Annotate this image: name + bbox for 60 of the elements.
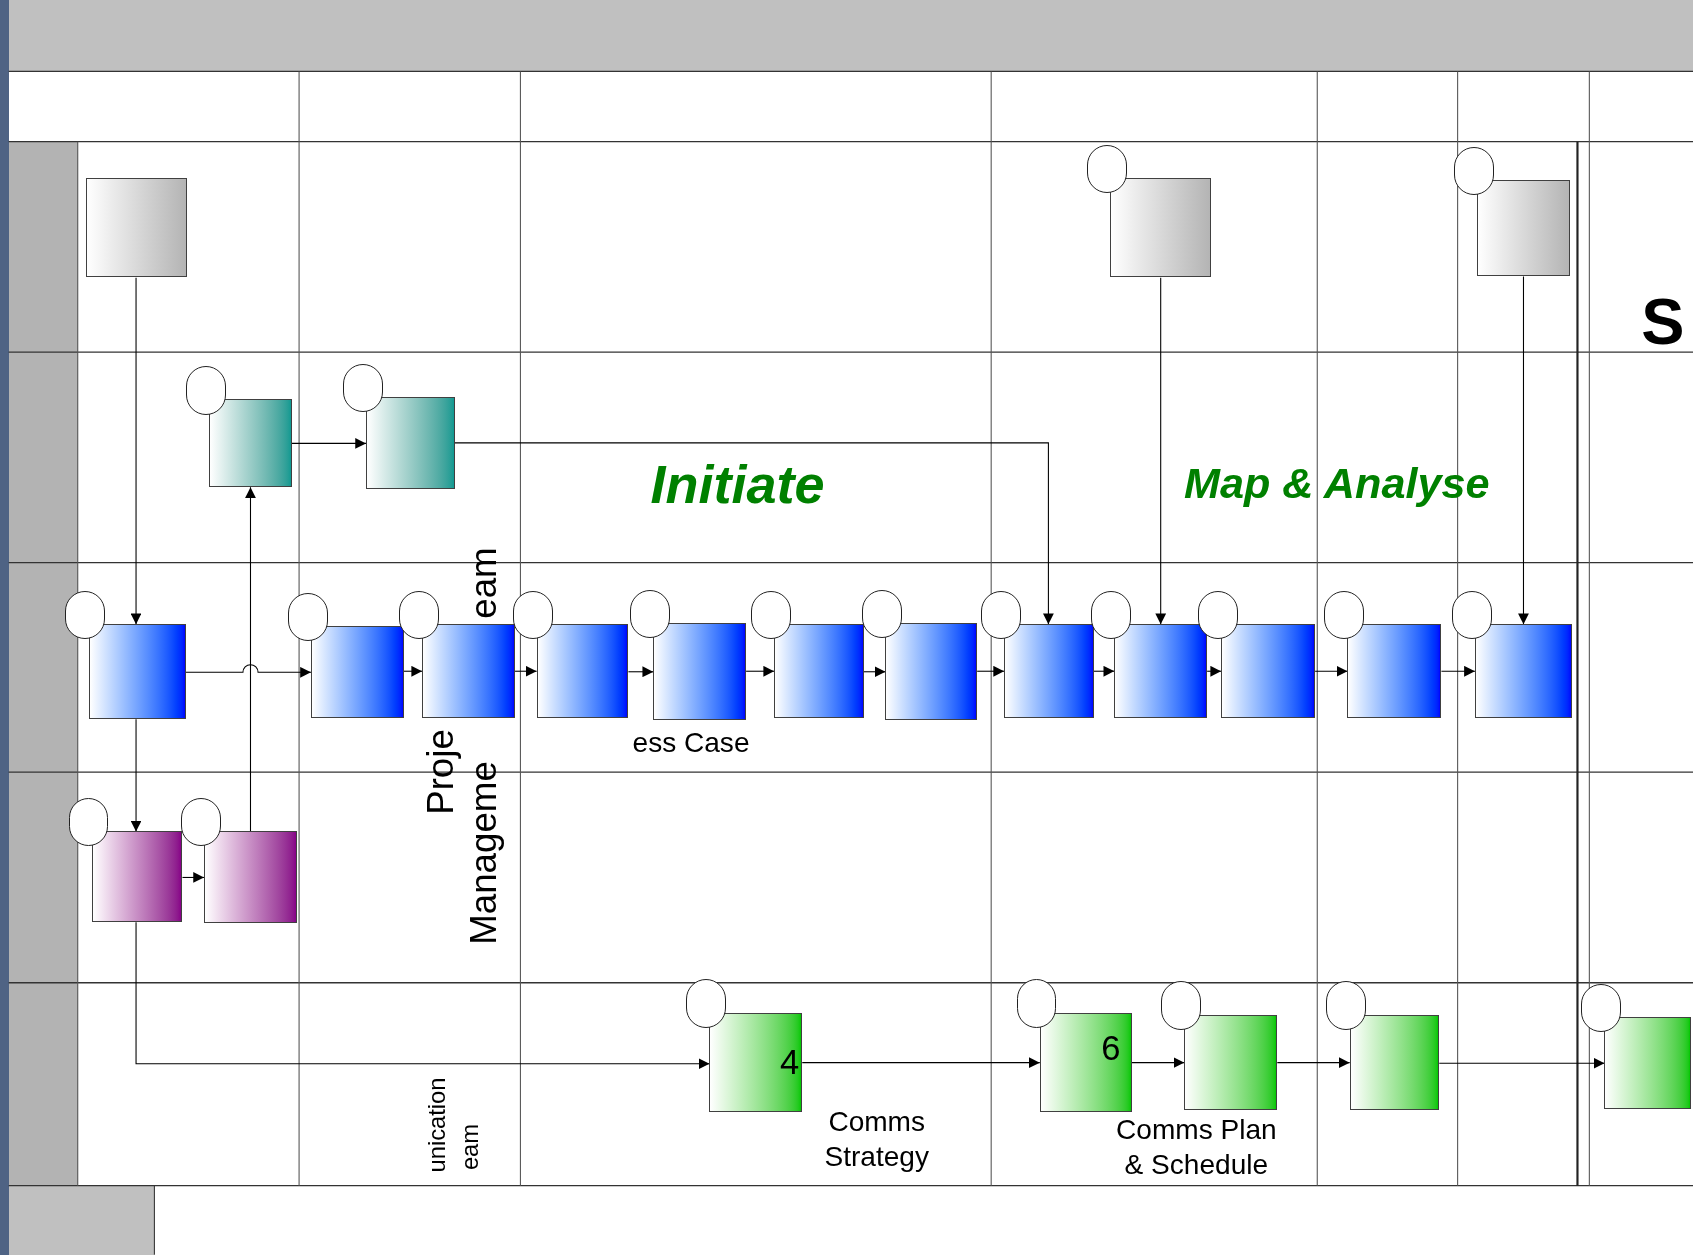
- process-box: [1347, 624, 1442, 718]
- process-box: [536, 624, 629, 718]
- connector-arrow: [514, 665, 538, 677]
- process-box: [885, 623, 978, 721]
- connector-arrow: [290, 438, 367, 449]
- connector-arrow: [403, 665, 423, 677]
- connector-arrow: [245, 486, 256, 833]
- process-box: [653, 623, 747, 721]
- connector-arrow: [1131, 1057, 1185, 1069]
- connector-arrow: [627, 666, 654, 678]
- connector-arrow: [863, 666, 886, 678]
- connector-arrow: [801, 1057, 1041, 1069]
- connector-arrow: [976, 665, 1005, 677]
- process-box: [366, 397, 455, 490]
- process-box: [709, 1012, 803, 1113]
- connector-arrow: [181, 872, 205, 883]
- process-box: [1004, 624, 1094, 718]
- process-box: [1474, 624, 1573, 718]
- connector-arrow: [1314, 665, 1349, 677]
- connector-arrow: [745, 665, 775, 677]
- step-number: 4: [780, 1044, 800, 1080]
- process-box: [1349, 1014, 1440, 1110]
- lane-title: Manageme: [465, 761, 503, 945]
- process-box: [310, 626, 404, 718]
- process-box: [1184, 1014, 1278, 1110]
- step-number: 6: [1101, 1031, 1121, 1066]
- process-box: [88, 624, 186, 720]
- process-box: [1477, 180, 1570, 277]
- process-box: [1221, 624, 1316, 718]
- connector-arrow: [130, 718, 142, 833]
- connector-arrow: [454, 442, 1054, 625]
- lane-title: eam: [457, 1123, 482, 1170]
- lane-title: Proje: [422, 729, 459, 815]
- connector-arrow: [1093, 665, 1115, 677]
- phase-label: Initiate: [650, 456, 825, 511]
- box-caption: Comms Strategy: [823, 1105, 930, 1175]
- process-box: [91, 831, 183, 923]
- connector-arrow: [1276, 1057, 1351, 1069]
- lane-title: unication: [425, 1077, 450, 1173]
- connector-arrow: [1440, 665, 1476, 677]
- lane-title: eam: [465, 547, 503, 619]
- process-box: [1114, 624, 1208, 718]
- process-box: [774, 624, 864, 718]
- process-box: [1109, 178, 1212, 278]
- connector-arrow: [185, 664, 312, 678]
- process-box: [86, 178, 187, 278]
- process-box: [1039, 1012, 1132, 1113]
- process-box: [204, 831, 297, 924]
- process-box: [209, 399, 292, 487]
- process-box: [1604, 1017, 1691, 1109]
- connector-arrow: [135, 921, 710, 1070]
- connector-arrow: [130, 277, 142, 625]
- phase-label: ess Case: [632, 728, 750, 757]
- connector-arrow: [1155, 277, 1167, 625]
- connector-arrow: [1438, 1057, 1605, 1069]
- connector-arrow: [1518, 276, 1529, 625]
- process-box: [422, 624, 515, 718]
- phase-label: S: [1641, 289, 1685, 355]
- box-caption: Comms Plan & Schedule: [1115, 1112, 1278, 1182]
- connector-arrow: [1206, 665, 1222, 677]
